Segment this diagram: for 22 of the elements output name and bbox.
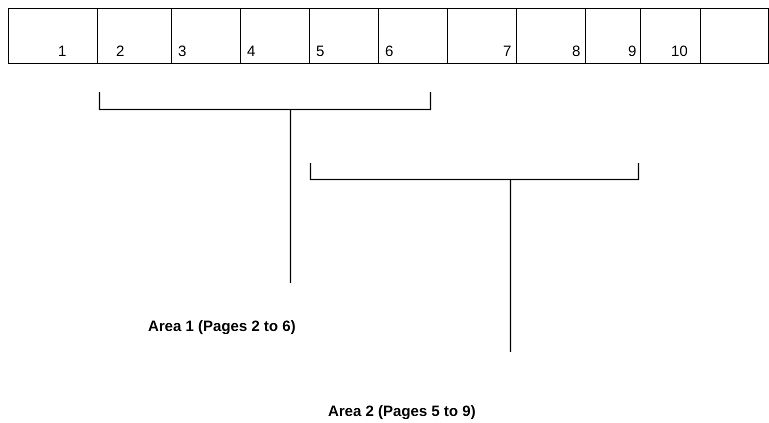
page-number: 4 (247, 43, 256, 60)
page-number: 2 (116, 43, 124, 60)
page-number: 3 (178, 43, 186, 60)
page-cell (448, 8, 517, 64)
page-cell (310, 8, 379, 64)
page-cell (586, 8, 641, 64)
page-cell (379, 8, 448, 64)
area-label: Area 2 (Pages 5 to 9) (328, 403, 476, 421)
page-cell (8, 8, 98, 64)
page-number: 9 (628, 43, 636, 60)
page-number: 10 (671, 43, 688, 60)
page-cell (241, 8, 310, 64)
page-cell (641, 8, 701, 64)
page-cell (172, 8, 241, 64)
page-number: 8 (572, 43, 580, 60)
page-number: 6 (385, 43, 394, 60)
page-number: 7 (503, 43, 512, 60)
page-number: 1 (58, 43, 66, 60)
page-number: 5 (316, 43, 324, 60)
page-cell (98, 8, 172, 64)
page-cell (517, 8, 586, 64)
area-label: Area 1 (Pages 2 to 6) (148, 318, 296, 336)
